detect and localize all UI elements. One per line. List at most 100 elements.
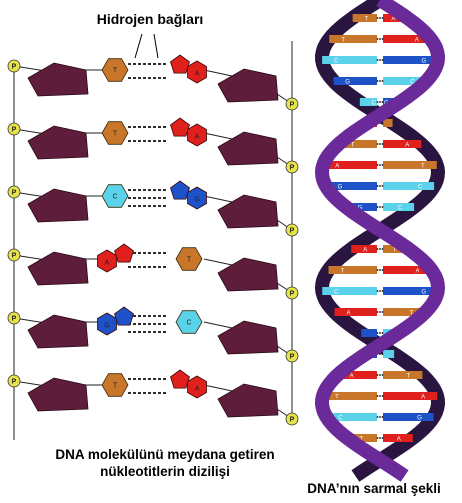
rung-letter: C xyxy=(334,59,339,65)
helix-back-strand xyxy=(314,0,446,482)
helix-front-strand xyxy=(314,0,446,482)
base-ring xyxy=(170,369,190,389)
hydrogen-bonds-label: Hidrojen bağları xyxy=(96,11,204,27)
base-letter: A xyxy=(105,260,110,267)
rung-bond-dot xyxy=(376,416,379,418)
rung-base-T xyxy=(347,434,377,442)
base-letter: G xyxy=(194,197,199,204)
rung-letter: A xyxy=(405,143,409,149)
rung-base-C xyxy=(383,203,415,211)
rung-base-A xyxy=(383,140,422,148)
rung-bond-dot xyxy=(379,248,381,250)
right-base-link xyxy=(203,195,233,203)
base-T xyxy=(175,247,203,271)
rung-bond-dot xyxy=(376,17,379,19)
rung-base-G xyxy=(345,203,377,211)
rung-bond-dot xyxy=(379,185,381,187)
left-sugar xyxy=(27,377,89,412)
phosphate-letter: P xyxy=(290,102,295,109)
rung-bond-dot xyxy=(381,164,384,166)
phosphate-letter: P xyxy=(12,190,17,197)
rung-bond-dot xyxy=(379,269,381,271)
rung-letter: A xyxy=(421,395,425,401)
rung-letter: C xyxy=(398,206,403,212)
left-phosphate xyxy=(7,374,21,388)
right-base-link xyxy=(203,258,233,266)
rung-letter: T xyxy=(407,374,411,380)
base-ring xyxy=(101,58,129,82)
rung-bond-dot xyxy=(381,353,384,355)
phosphate-letter: P xyxy=(12,64,17,71)
right-phosphate xyxy=(285,160,299,174)
base-letter: T xyxy=(187,257,192,264)
rung-base-T xyxy=(383,119,393,127)
rung-base-T xyxy=(383,371,423,379)
rung-base-T xyxy=(338,140,377,148)
rung-bond-dot xyxy=(379,143,381,145)
left-phosphate xyxy=(7,59,21,73)
rung-bond-dot xyxy=(376,164,379,166)
rung-bond-dot xyxy=(381,17,384,19)
phosphate-letter: P xyxy=(290,291,295,298)
rung-base-G xyxy=(383,56,438,64)
rung-bond-dot xyxy=(376,185,379,187)
rung-letter: C xyxy=(410,80,415,86)
base-A xyxy=(97,243,134,273)
rung-bond-dot xyxy=(376,269,379,271)
helix-shape-caption: DNA’nın sarmal şekli xyxy=(307,481,441,496)
left-sugar xyxy=(27,125,89,160)
rung-letter: T xyxy=(410,311,414,317)
rung-bond-dot xyxy=(381,122,384,124)
rung-bond-dot xyxy=(379,17,381,19)
rung-base-G xyxy=(383,287,438,295)
rung-bond-dot xyxy=(381,332,384,334)
base-ring xyxy=(101,184,129,208)
rung-bond-dot xyxy=(381,101,384,103)
rung-letter: A xyxy=(350,374,354,380)
rung-base-G xyxy=(361,329,377,337)
right-phosphate xyxy=(285,97,299,111)
right-phosphate xyxy=(285,349,299,363)
phosphate-letter: P xyxy=(290,354,295,361)
left-phosphate xyxy=(7,311,21,325)
right-phosphate xyxy=(285,223,299,237)
phosphate-letter: P xyxy=(12,379,17,386)
rung-base-A xyxy=(337,371,377,379)
rung-bond-dot xyxy=(376,374,379,376)
rung-base-C xyxy=(322,56,377,64)
rung-letter: G xyxy=(417,416,422,422)
rung-bond-dot xyxy=(376,395,379,397)
rung-bond-dot xyxy=(376,38,379,40)
phosphate-letter: P xyxy=(12,316,17,323)
rung-base-G xyxy=(333,77,377,85)
right-phosphate xyxy=(285,286,299,300)
rung-bond-dot xyxy=(381,290,384,292)
rung-letter: A xyxy=(397,437,401,443)
rung-bond-dot xyxy=(376,101,379,103)
rung-base-C xyxy=(383,350,395,358)
rung-bond-dot xyxy=(376,248,379,250)
rung-letter: C xyxy=(334,290,339,296)
base-letter: A xyxy=(195,134,200,141)
base-C xyxy=(101,184,129,208)
rung-base-T xyxy=(383,245,409,253)
rung-bond-dot xyxy=(381,143,384,145)
phosphate-letter: P xyxy=(290,228,295,235)
rung-bond-dot xyxy=(381,311,384,313)
rung-bond-dot xyxy=(379,416,381,418)
base-letter: C xyxy=(112,194,117,201)
phosphate-letter: P xyxy=(12,253,17,260)
caption-line-1: DNA molekülünü meydana getiren xyxy=(55,447,275,462)
rung-letter: A xyxy=(335,164,339,170)
rung-letter: T xyxy=(421,164,425,170)
rung-letter: C xyxy=(338,416,343,422)
base-letter: A xyxy=(195,386,200,393)
base-letter: C xyxy=(186,320,191,327)
left-sugar xyxy=(27,251,89,286)
base-letter: T xyxy=(113,68,118,75)
rung-base-C xyxy=(383,182,435,190)
right-sugar xyxy=(217,194,279,229)
rung-bond-dot xyxy=(381,59,384,61)
